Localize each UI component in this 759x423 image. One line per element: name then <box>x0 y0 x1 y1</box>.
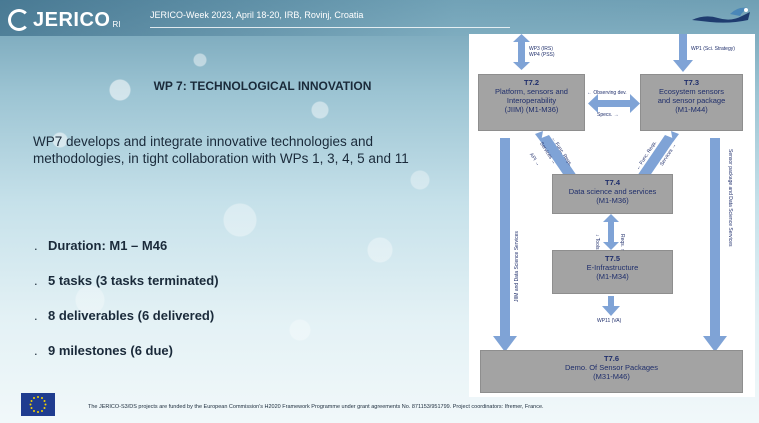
arrow-left-vertical <box>500 138 510 338</box>
bullet-tasks: .5 tasks (3 tasks terminated) <box>34 273 219 288</box>
bullet-list: .Duration: M1 – M46 .5 tasks (3 tasks te… <box>33 238 219 378</box>
arrow-t75-wp11 <box>608 296 614 308</box>
logo-suffix: RI <box>112 19 121 29</box>
label-wp4: WP4 (PSS) <box>529 52 555 58</box>
task-t76: T7.6 Demo. Of Sensor Packages (M31-M46) <box>480 350 743 393</box>
label-wp1: WP1 (Sci. Strategy) <box>691 46 735 52</box>
task-t74: T7.4 Data science and services (M1-M36) <box>552 174 673 214</box>
event-title: JERICO-Week 2023, April 18-20, IRB, Rovi… <box>150 10 364 20</box>
arrow-t74-t75 <box>608 219 614 245</box>
jerico-logo: JERICO RI <box>8 6 120 34</box>
label-mid-down: ↓ Tools <box>594 234 600 250</box>
logo-text: JERICO <box>33 8 111 31</box>
wave-logo-icon <box>692 7 750 23</box>
slide-title: WP 7: TECHNOLOGICAL INNOVATION <box>153 79 372 93</box>
intro-text: WP7 develops and integrate innovative te… <box>33 134 409 166</box>
header-band <box>0 0 759 36</box>
arrow-t72-t74 <box>539 135 577 180</box>
arrow-t73-t74 <box>637 135 675 180</box>
eu-flag-icon <box>21 393 55 416</box>
label-right-vertical: Sensor package and Data Science Services <box>727 149 733 247</box>
task-t75: T7.5 E-Infrastructure (M1-M34) <box>552 250 673 294</box>
jerico-logo-icon <box>8 9 30 31</box>
task-t72: T7.2 Platform, sensors and Interoperabil… <box>478 74 585 131</box>
arrow-wp1 <box>679 34 687 62</box>
diagram-arrows <box>493 34 727 352</box>
header-divider <box>150 27 510 28</box>
funding-footer: The JERICO-S3/DS projects are funded by … <box>88 404 544 410</box>
label-wp11: WP11 (VA) <box>597 318 622 324</box>
arrow-t72-t73 <box>596 100 632 107</box>
label-wp3: WP3 (IRS) <box>529 46 553 52</box>
arrow-right-vertical <box>710 138 720 338</box>
label-mid-up: Reqs. ↑ <box>619 234 625 251</box>
workflow-diagram: T7.2 Platform, sensors and Interoperabil… <box>469 34 755 397</box>
label-observing: ← Observing dev. <box>587 90 627 96</box>
arrow-wp34 <box>518 40 525 64</box>
label-left-vertical: JIIM and Data Science Services <box>514 231 520 302</box>
bullet-duration: .Duration: M1 – M46 <box>34 238 168 253</box>
task-t73: T7.3 Ecosystem sensors and sensor packag… <box>640 74 743 131</box>
bullet-milestones: .9 milestones (6 due) <box>34 343 173 358</box>
bullet-deliverables: .8 deliverables (6 delivered) <box>34 308 215 323</box>
label-specs: Specs. → <box>597 112 619 118</box>
